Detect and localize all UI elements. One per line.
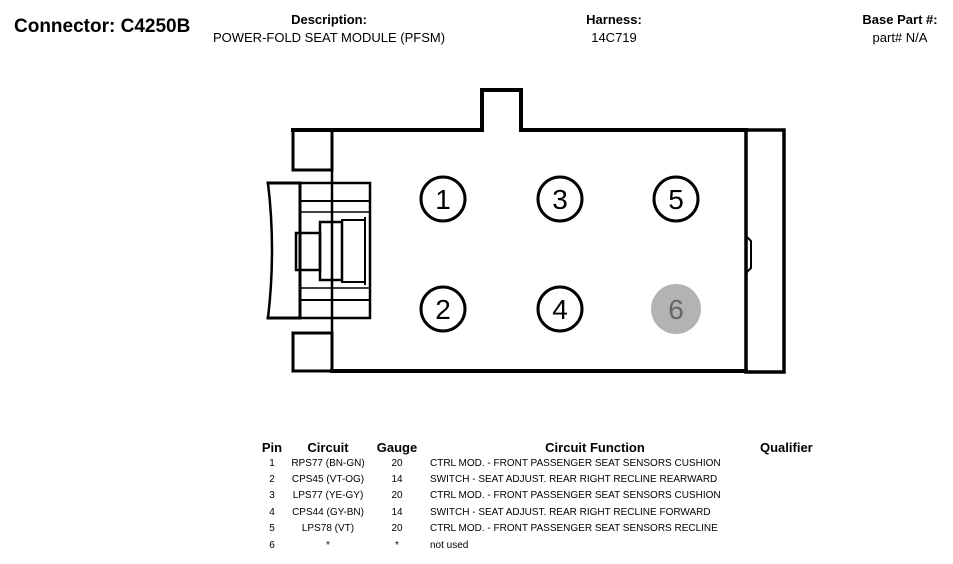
base-part-value: part# N/A	[872, 30, 928, 45]
description-block: Description: POWER-FOLD SEAT MODULE (PFS…	[190, 12, 468, 45]
pin-cavity-6-unused: 6	[651, 284, 701, 334]
pin-table-header: Pin Circuit Gauge Circuit Function Quali…	[260, 437, 820, 455]
cell-gauge: 20	[391, 523, 403, 535]
cell-qualifier	[760, 471, 820, 487]
table-row: 4 CPS44 (GY-BN) 14 SWITCH - SEAT ADJUST.…	[260, 504, 820, 520]
cell-function: CTRL MOD. - FRONT PASSENGER SEAT SENSORS…	[430, 523, 718, 535]
pin-cavity-1: 1	[419, 175, 467, 223]
cell-gauge: 20	[391, 457, 403, 469]
connector-housing	[266, 88, 786, 374]
description-label: Description:	[291, 12, 367, 27]
pin-cavity-3: 3	[536, 175, 584, 223]
cell-pin: 5	[269, 523, 275, 535]
table-row: 1 RPS77 (BN-GN) 20 CTRL MOD. - FRONT PAS…	[260, 455, 820, 471]
header-qualifier: Qualifier	[760, 440, 813, 455]
cell-circuit: LPS78 (VT)	[301, 523, 355, 535]
connector-title: Connector: C4250B	[14, 16, 191, 37]
cell-circuit: LPS77 (YE-GY)	[292, 490, 364, 502]
cell-function: CTRL MOD. - FRONT PASSENGER SEAT SENSORS…	[430, 457, 721, 469]
pin-label-5: 5	[668, 184, 684, 215]
cell-function: not used	[430, 539, 469, 551]
pin-table: Pin Circuit Gauge Circuit Function Quali…	[260, 437, 820, 553]
harness-block: Harness: 14C719	[560, 12, 668, 45]
pin-label-6: 6	[668, 294, 684, 325]
table-row: 6 * * not used	[260, 537, 820, 553]
cell-circuit: *	[326, 539, 330, 551]
base-part-block: Base Part #: part# N/A	[840, 12, 953, 45]
cell-pin: 6	[269, 539, 275, 551]
pin-cavity-4: 4	[536, 285, 584, 333]
cell-qualifier	[760, 488, 820, 504]
cell-qualifier	[760, 521, 820, 537]
cell-gauge: *	[395, 539, 399, 551]
cell-function: CTRL MOD. - FRONT PASSENGER SEAT SENSORS…	[430, 490, 721, 502]
cell-qualifier	[760, 455, 820, 471]
description-value: POWER-FOLD SEAT MODULE (PFSM)	[212, 30, 446, 45]
table-row: 2 CPS45 (VT-OG) 14 SWITCH - SEAT ADJUST.…	[260, 471, 820, 487]
pin-label-1: 1	[435, 184, 451, 215]
cell-function: SWITCH - SEAT ADJUST. REAR RIGHT RECLINE…	[430, 474, 718, 486]
header-gauge: Gauge	[376, 440, 418, 455]
pin-label-3: 3	[552, 184, 568, 215]
cell-pin: 2	[269, 474, 275, 486]
cell-circuit: CPS44 (GY-BN)	[292, 506, 364, 518]
pin-label-2: 2	[435, 294, 451, 325]
cell-circuit: CPS45 (VT-OG)	[291, 474, 365, 486]
cell-gauge: 14	[391, 506, 403, 518]
cell-pin: 3	[269, 490, 275, 502]
cell-qualifier	[760, 537, 820, 553]
harness-label: Harness:	[586, 12, 642, 27]
table-row: 3 LPS77 (YE-GY) 20 CTRL MOD. - FRONT PAS…	[260, 488, 820, 504]
cell-gauge: 14	[391, 474, 403, 486]
connector-face-diagram: 1 3 5 2 4 6	[266, 88, 786, 374]
cell-pin: 4	[269, 506, 275, 518]
pin-label-4: 4	[552, 294, 568, 325]
cell-pin: 1	[269, 457, 275, 469]
header-circuit: Circuit	[307, 440, 349, 455]
cell-function: SWITCH - SEAT ADJUST. REAR RIGHT RECLINE…	[430, 506, 711, 518]
header-circuit-function: Circuit Function	[545, 440, 645, 455]
harness-value: 14C719	[591, 30, 637, 45]
cell-circuit: RPS77 (BN-GN)	[291, 457, 365, 469]
header-pin: Pin	[261, 440, 283, 455]
base-part-label: Base Part #:	[862, 12, 938, 27]
pin-cavity-2: 2	[419, 285, 467, 333]
pin-cavity-5: 5	[652, 175, 700, 223]
cell-qualifier	[760, 504, 820, 520]
table-row: 5 LPS78 (VT) 20 CTRL MOD. - FRONT PASSEN…	[260, 521, 820, 537]
cell-gauge: 20	[391, 490, 403, 502]
